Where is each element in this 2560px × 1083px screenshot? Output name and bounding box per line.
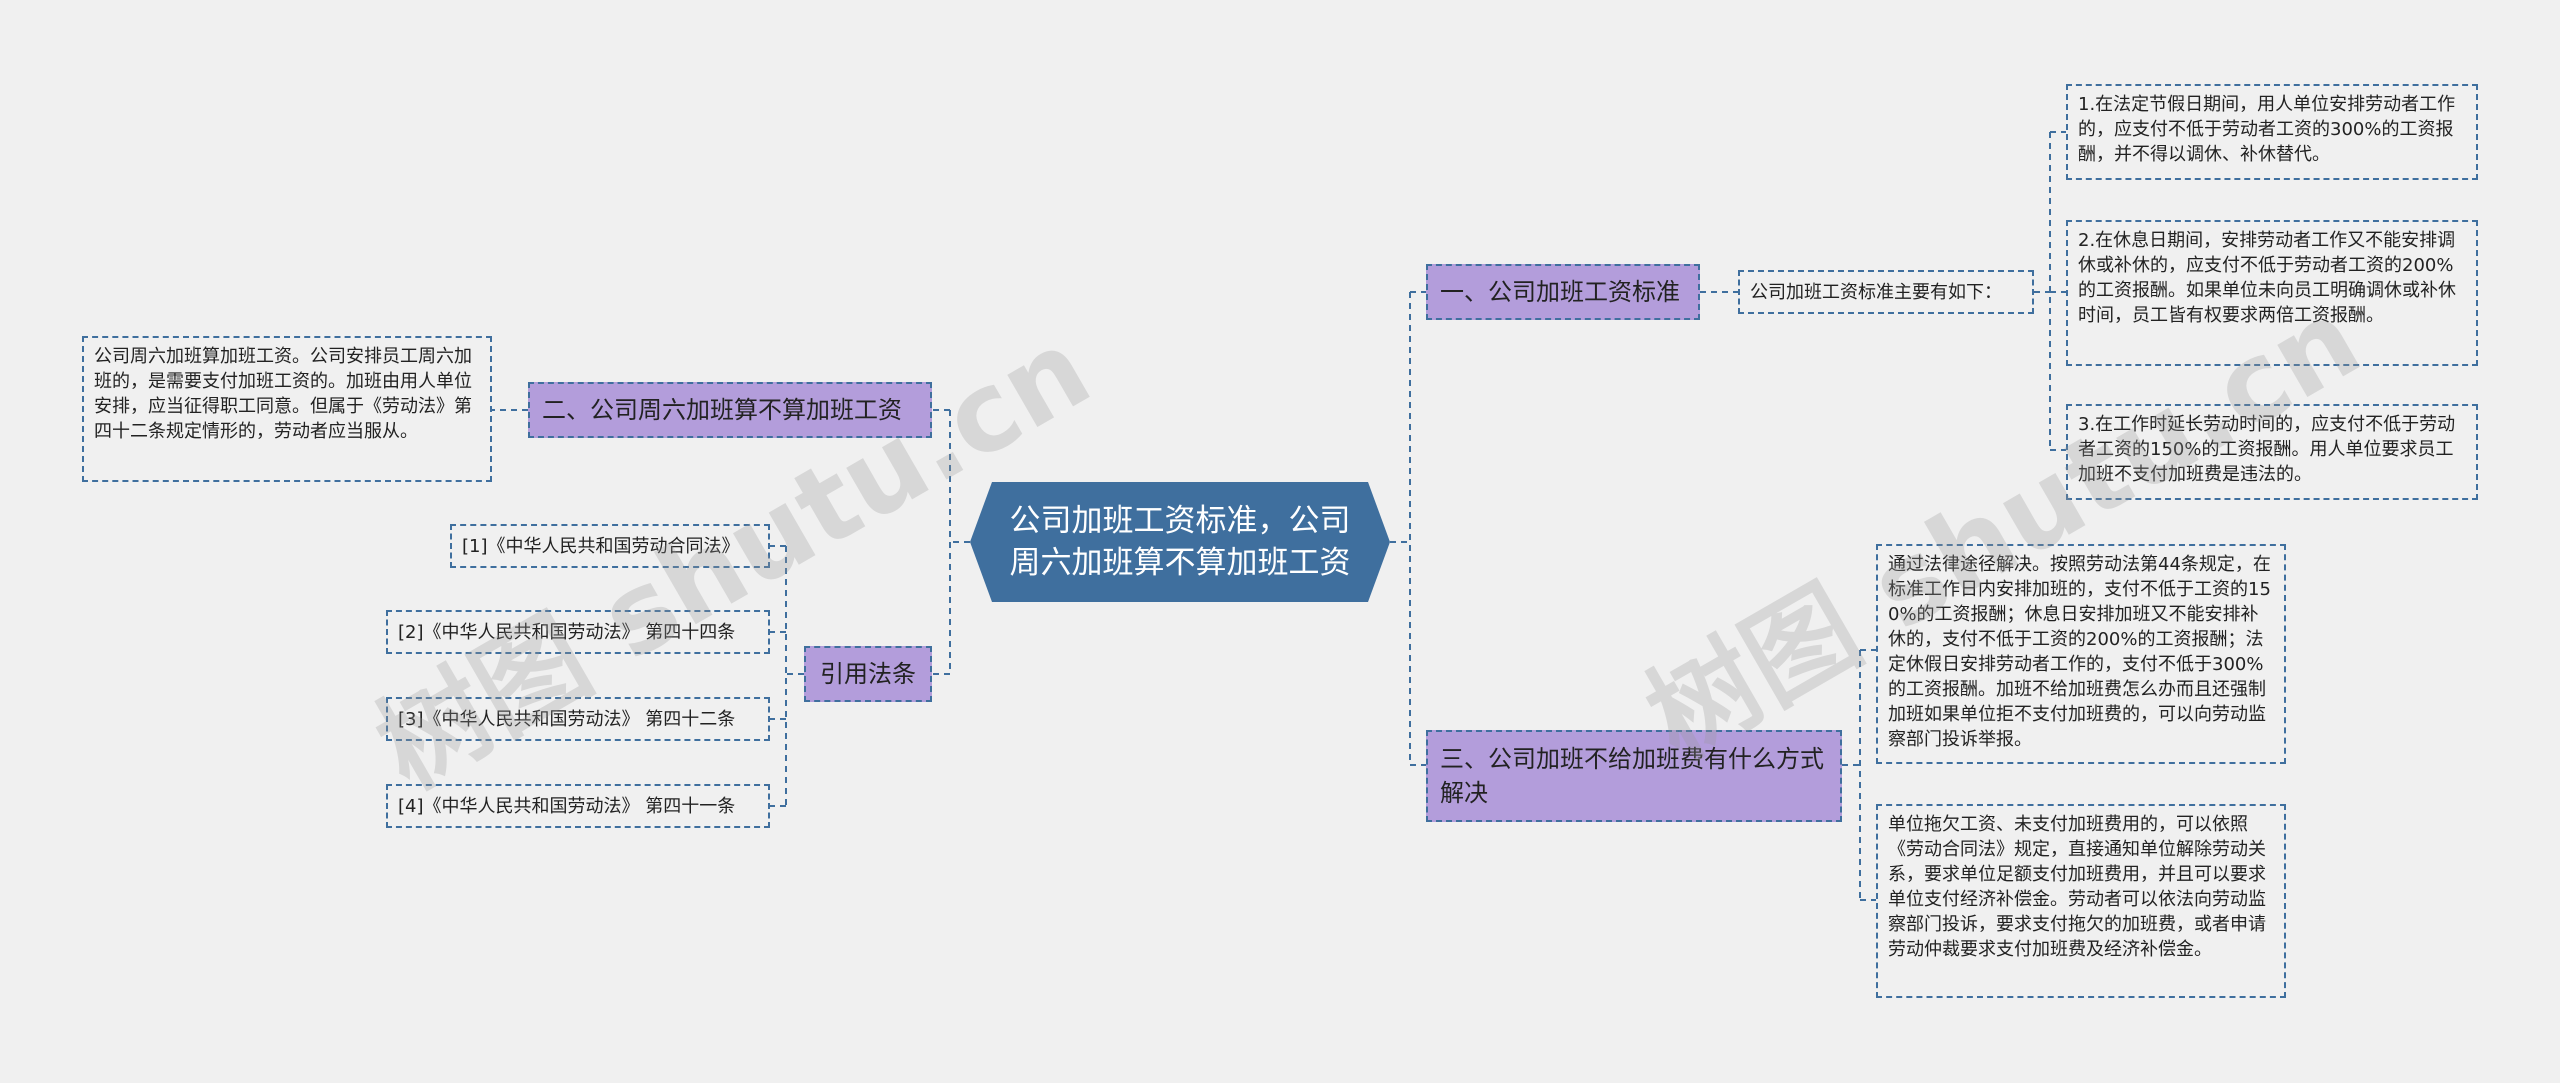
leaf-text: [2]《中华人民共和国劳动法》 第四十四条: [398, 621, 736, 643]
branch-unpaid-overtime-solution[interactable]: 三、公司加班不给加班费有什么方式解决: [1426, 730, 1842, 822]
branch-label: 一、公司加班工资标准: [1440, 278, 1680, 306]
leaf-text: 2.在休息日期间，安排劳动者工作又不能安排调休或补休的，应支付不低于劳动者工资的…: [2078, 230, 2456, 326]
branch-label: 引用法条: [820, 660, 916, 688]
leaf-text: 公司周六加班算加班工资。公司安排员工周六加班的，是需要支付加班工资的。加班由用人…: [94, 346, 472, 442]
leaf-b4-item2[interactable]: [2]《中华人民共和国劳动法》 第四十四条: [386, 610, 770, 654]
branch-label: 二、公司周六加班算不算加班工资: [542, 396, 902, 424]
leaf-b2-item1[interactable]: 公司周六加班算加班工资。公司安排员工周六加班的，是需要支付加班工资的。加班由用人…: [82, 336, 492, 482]
leaf-text: [3]《中华人民共和国劳动法》 第四十二条: [398, 708, 736, 730]
leaf-text: 3.在工作时延长劳动时间的，应支付不低于劳动者工资的150%的工资报酬。用人单位…: [2078, 414, 2456, 485]
leaf-b4-item4[interactable]: [4]《中华人民共和国劳动法》 第四十一条: [386, 784, 770, 828]
leaf-text: 单位拖欠工资、未支付加班费用的，可以依照《劳动合同法》规定，直接通知单位解除劳动…: [1888, 814, 2266, 960]
branch-saturday-overtime[interactable]: 二、公司周六加班算不算加班工资: [528, 382, 932, 438]
branch-label: 三、公司加班不给加班费有什么方式解决: [1440, 745, 1824, 807]
leaf-text: 1.在法定节假日期间，用人单位安排劳动者工作的，应支付不低于劳动者工资的300%…: [2078, 94, 2456, 165]
leaf-b3-item1[interactable]: 通过法律途径解决。按照劳动法第44条规定，在标准工作日内安排加班的，支付不低于工…: [1876, 544, 2286, 764]
leaf-text: 通过法律途径解决。按照劳动法第44条规定，在标准工作日内安排加班的，支付不低于工…: [1888, 554, 2271, 750]
leaf-b1-item3[interactable]: 3.在工作时延长劳动时间的，应支付不低于劳动者工资的150%的工资报酬。用人单位…: [2066, 404, 2478, 500]
leaf-text: [4]《中华人民共和国劳动法》 第四十一条: [398, 795, 736, 817]
leaf-b1-item2[interactable]: 2.在休息日期间，安排劳动者工作又不能安排调休或补休的，应支付不低于劳动者工资的…: [2066, 220, 2478, 366]
summary-label: 公司加班工资标准主要有如下：: [1750, 281, 2002, 303]
branch-cited-laws[interactable]: 引用法条: [804, 646, 932, 702]
leaf-text: [1]《中华人民共和国劳动合同法》: [462, 535, 740, 557]
leaf-b1-item1[interactable]: 1.在法定节假日期间，用人单位安排劳动者工作的，应支付不低于劳动者工资的300%…: [2066, 84, 2478, 180]
root-label: 公司加班工资标准，公司周六加班算不算加班工资: [1009, 503, 1351, 581]
branch-overtime-pay-standard[interactable]: 一、公司加班工资标准: [1426, 264, 1700, 320]
root-node[interactable]: 公司加班工资标准，公司周六加班算不算加班工资: [970, 482, 1390, 602]
summary-node[interactable]: 公司加班工资标准主要有如下：: [1738, 270, 2034, 314]
leaf-b3-item2[interactable]: 单位拖欠工资、未支付加班费用的，可以依照《劳动合同法》规定，直接通知单位解除劳动…: [1876, 804, 2286, 998]
leaf-b4-item1[interactable]: [1]《中华人民共和国劳动合同法》: [450, 524, 770, 568]
leaf-b4-item3[interactable]: [3]《中华人民共和国劳动法》 第四十二条: [386, 697, 770, 741]
